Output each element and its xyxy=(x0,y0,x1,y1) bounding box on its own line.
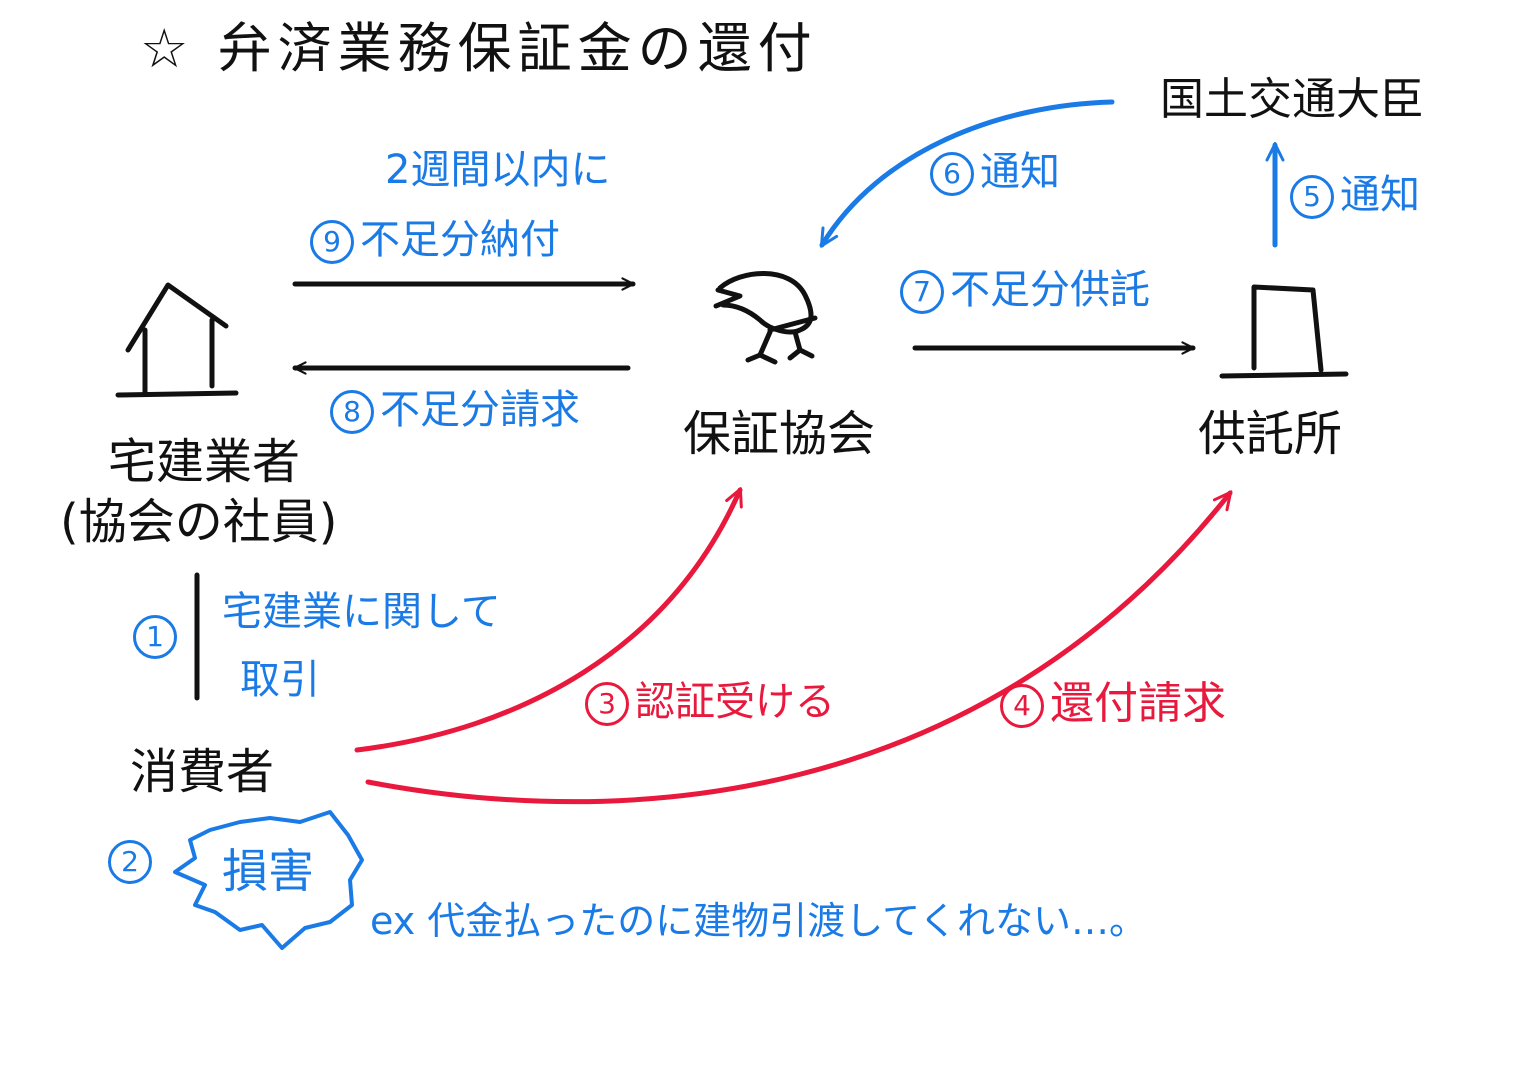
step5-label: 通知 xyxy=(1340,172,1420,218)
depository-label: 供託所 xyxy=(1198,406,1343,462)
building-icon xyxy=(1219,284,1349,379)
bird-icon xyxy=(713,271,818,365)
step1-line1: 宅建業に関して xyxy=(222,589,501,635)
step3-number: 3 xyxy=(585,682,629,726)
takken-sub-label: (協会の社員) xyxy=(60,494,338,550)
arrow-tsuchi-6 xyxy=(819,99,1115,245)
step1-line2: 取引 xyxy=(240,657,320,703)
step3-label: 認証受ける xyxy=(635,679,835,725)
step8-label: 不足分請求 xyxy=(380,387,580,433)
takken-label: 宅建業者 xyxy=(108,434,301,490)
step4-number: 4 xyxy=(1000,684,1044,728)
step7-number: 7 xyxy=(900,270,944,314)
minister-label: 国土交通大臣 xyxy=(1160,74,1424,125)
step9-precondition: 2週間以内に xyxy=(385,147,611,193)
step6-label: 通知 xyxy=(980,149,1060,195)
step2-note: ex 代金払ったのに建物引渡してくれない…。 xyxy=(370,899,1148,943)
arrow-ninsho xyxy=(354,490,740,753)
consumer-label: 消費者 xyxy=(130,744,275,800)
association-label: 保証協会 xyxy=(683,406,876,462)
damage-burst-icon xyxy=(173,810,364,950)
step9-number: 9 xyxy=(310,220,354,264)
step1-number-wrap: 1 xyxy=(133,615,183,659)
arrow-kanpu xyxy=(365,493,1230,805)
step5-number: 5 xyxy=(1290,175,1334,219)
page-title: ☆ 弁済業務保証金の還付 xyxy=(140,17,818,80)
step6-number: 6 xyxy=(930,152,974,196)
step2-number: 2 xyxy=(108,840,152,884)
step9-label: 不足分納付 xyxy=(360,217,560,263)
house-icon xyxy=(115,282,239,398)
step8-number: 8 xyxy=(330,390,374,434)
step4-label: 還付請求 xyxy=(1050,678,1226,729)
step7-label: 不足分供託 xyxy=(950,267,1150,313)
step2-label: 損害 xyxy=(222,844,314,898)
step1-number: 1 xyxy=(133,615,177,659)
step2-number-wrap: 2 xyxy=(108,840,158,884)
